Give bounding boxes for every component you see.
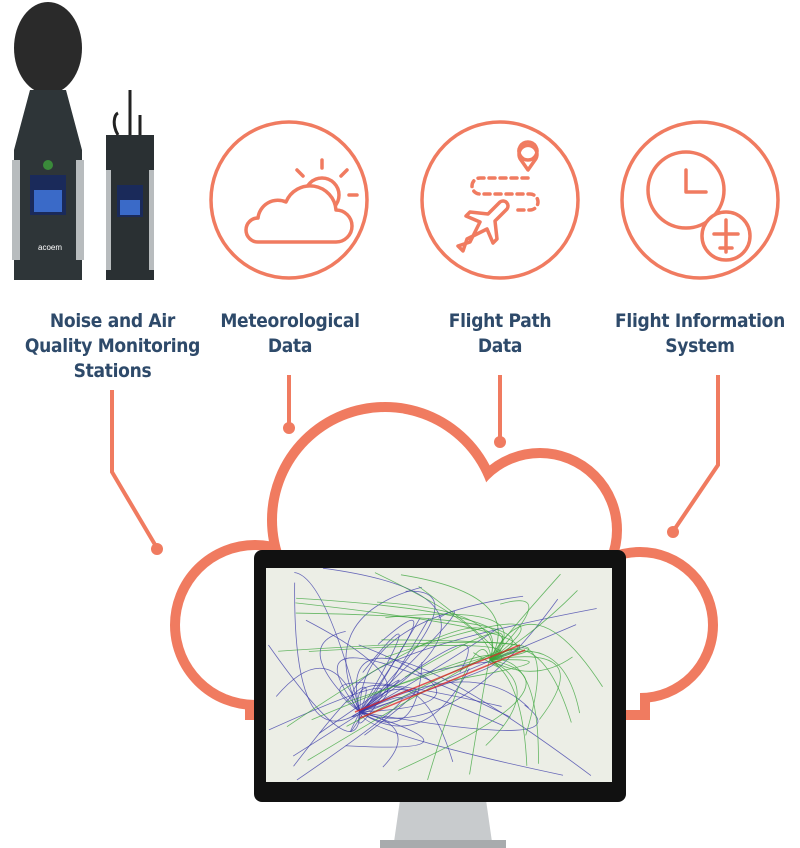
- flight-track: [322, 568, 442, 713]
- flight-track: [293, 686, 367, 767]
- flight-track: [286, 627, 494, 728]
- flight-track: [489, 656, 573, 672]
- flight-track: [295, 602, 518, 661]
- flight-track: [359, 649, 526, 719]
- flight-track: [275, 667, 361, 713]
- device-brand: acoem: [38, 243, 62, 252]
- flight-track: [336, 657, 511, 718]
- flight-track: [400, 574, 499, 661]
- flight-track: [485, 659, 518, 746]
- monitoring-device-icon: acoem: [12, 2, 154, 280]
- flight-track: [359, 661, 423, 723]
- flight-track: [469, 659, 491, 775]
- flight-track: [296, 597, 504, 661]
- flight-track: [339, 682, 502, 713]
- connectors: [110, 375, 720, 550]
- flight-track: [489, 659, 528, 766]
- flight-track: [398, 659, 527, 771]
- connector-fis: [672, 375, 720, 532]
- flight-track: [448, 659, 530, 682]
- flight-track: [357, 684, 504, 727]
- flight-track: [359, 598, 559, 719]
- flight-track: [345, 711, 425, 748]
- flight-track: [374, 572, 491, 661]
- cloud-sun-icon: [209, 120, 369, 280]
- flight-track: [268, 687, 383, 731]
- flight-track: [359, 661, 495, 713]
- flight-tracks: [268, 568, 603, 781]
- monitor: [254, 550, 626, 848]
- airplane-route-icon: [420, 120, 580, 280]
- flight-track: [359, 633, 400, 713]
- flight-track: [354, 644, 521, 713]
- flight-track: [404, 632, 504, 678]
- flight-track: [489, 656, 561, 720]
- flight-track: [268, 644, 361, 732]
- flight-track: [359, 711, 399, 768]
- flight-track: [385, 613, 505, 661]
- flight-track: [318, 679, 400, 734]
- flight-track: [294, 572, 361, 713]
- flight-track: [359, 688, 454, 763]
- connector-stations: [110, 390, 159, 550]
- flight-track: [489, 600, 530, 661]
- flight-track: [294, 582, 361, 722]
- flight-track: [351, 608, 597, 713]
- clock-airplane-icon: [620, 120, 780, 280]
- flight-track: [359, 619, 415, 713]
- connector-dots: [151, 422, 679, 555]
- flight-track: [489, 650, 581, 714]
- flight-track: [296, 696, 403, 781]
- flight-track: [345, 586, 422, 713]
